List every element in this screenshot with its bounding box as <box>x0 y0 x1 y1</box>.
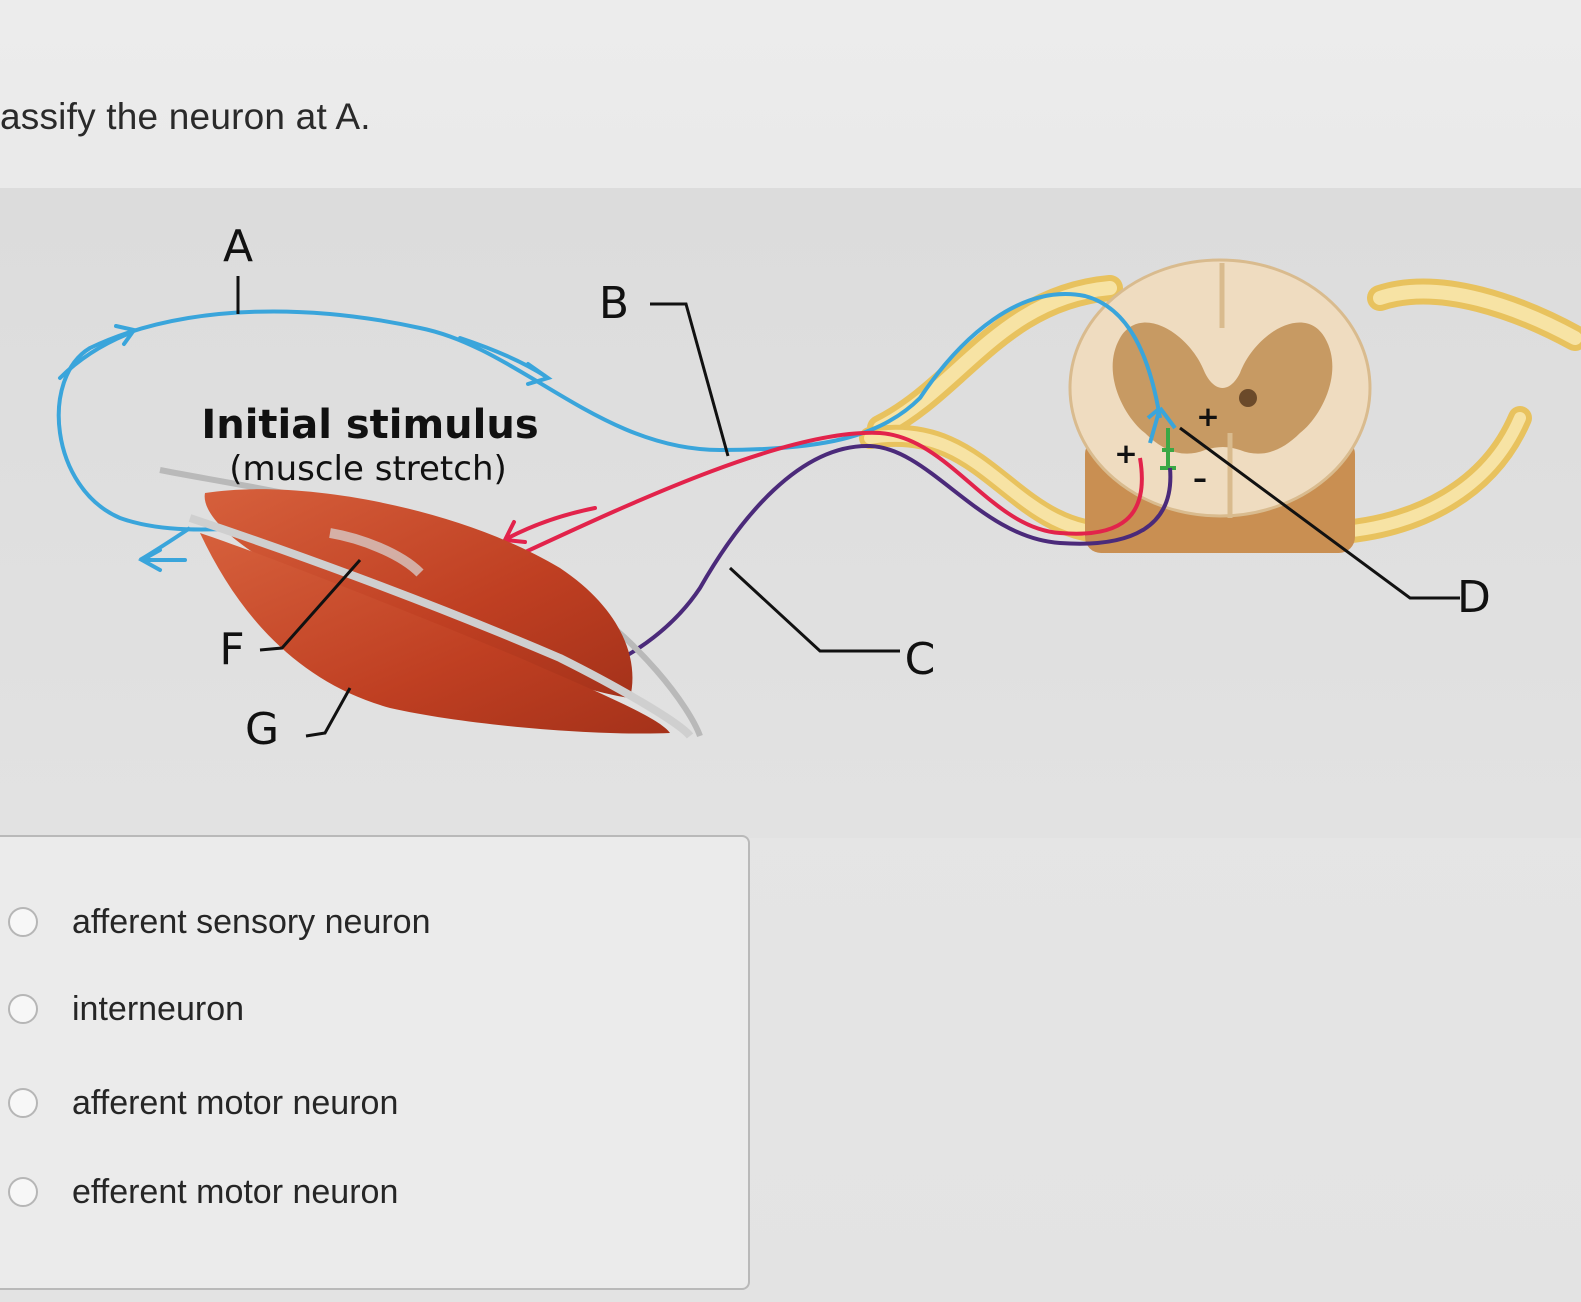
synapse-minus: – <box>1193 462 1207 495</box>
label-f: F <box>219 624 244 675</box>
reflex-arc-diagram: A B C D F G Initial stimulus (muscle str… <box>0 188 1581 838</box>
option-label: efferent motor neuron <box>72 1172 399 1211</box>
label-g: G <box>245 704 279 755</box>
label-d: D <box>1457 572 1491 623</box>
sensory-neuron-path <box>56 292 1162 565</box>
label-c: C <box>905 634 936 685</box>
stimulus-title: Initial stimulus <box>201 402 538 448</box>
leader-lines <box>236 276 1460 738</box>
interneuron-path <box>1160 428 1176 470</box>
spinal-cord <box>1068 258 1372 553</box>
label-b: B <box>599 278 629 329</box>
muscle <box>159 467 703 739</box>
motor-direction-arrow <box>501 506 597 544</box>
radio-icon[interactable] <box>8 994 38 1024</box>
label-a: A <box>223 221 253 272</box>
option-label: afferent motor neuron <box>72 1083 399 1122</box>
question-text: assify the neuron at A. <box>0 96 371 137</box>
stimulus-subtitle: (muscle stretch) <box>229 449 507 489</box>
option-efferent-motor-neuron[interactable]: efferent motor neuron <box>0 1162 732 1222</box>
option-afferent-sensory-neuron[interactable]: afferent sensory neuron <box>0 892 732 952</box>
option-interneuron[interactable]: interneuron <box>0 979 732 1039</box>
sensory-terminals <box>1146 406 1177 444</box>
radio-icon[interactable] <box>8 1177 38 1207</box>
synapse-plus-right: + <box>1196 400 1219 433</box>
answer-options: afferent sensory neuron interneuron affe… <box>0 835 750 1290</box>
antagonist-motor-neuron-path <box>469 443 1173 705</box>
option-label: interneuron <box>72 989 245 1028</box>
motor-neuron-path <box>479 430 1144 575</box>
option-label: afferent sensory neuron <box>72 902 431 941</box>
radio-icon[interactable] <box>8 907 38 937</box>
sensory-direction-arrows <box>58 324 553 572</box>
option-afferent-motor-neuron[interactable]: afferent motor neuron <box>0 1073 732 1133</box>
synapse-plus-left: + <box>1114 437 1137 470</box>
radio-icon[interactable] <box>8 1088 38 1118</box>
